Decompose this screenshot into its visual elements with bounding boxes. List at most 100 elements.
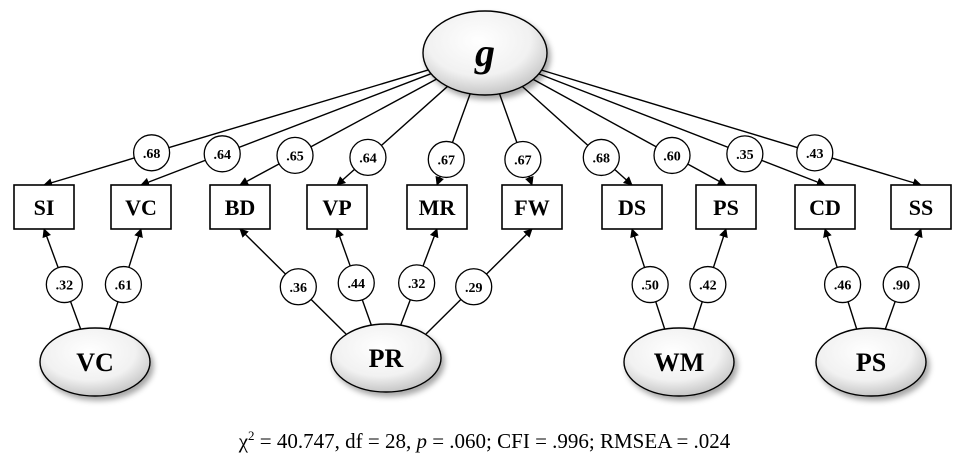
indicator-label-3: VP (322, 195, 351, 220)
indicator-rect-8 (794, 184, 856, 230)
g-loading-bd-2-circle (276, 136, 314, 175)
g-loading-mr-4: .67 (427, 140, 465, 179)
g-loading-ps-7-label: .60 (663, 149, 681, 164)
group-loading-vc-1-label: .61 (115, 279, 133, 294)
g-path-ds-6 (521, 86, 633, 186)
coefficients-layer: .68 .64 .65 .64 .67 .67 .68 .60 .35 .43 .32 .61 .36.… (45, 134, 920, 306)
general-factor-g-ellipse (422, 10, 548, 96)
chi-value: = 40.747, df = 28, (254, 429, 417, 453)
fit-statistics: χ2 = 40.747, df = 28, p = .060; CFI = .9… (0, 428, 969, 454)
indicator-label-0: SI (34, 195, 55, 220)
g-loading-ds-6-label: .68 (593, 151, 611, 166)
g-loading-fw-5-circle (504, 140, 542, 179)
indicator-label-4: MR (419, 195, 457, 220)
group-factor-pr-1-ellipse (330, 323, 442, 393)
group-loading-pr-5: .29 (455, 268, 493, 306)
group-loading-wm-6-circle (631, 265, 669, 304)
group-loading-wm-7: .42 (689, 265, 727, 304)
g-path-si-0 (43, 69, 429, 187)
g-loading-fw-5: .67 (504, 140, 542, 179)
group-loading-vc-1-circle (104, 265, 143, 304)
g-loading-cd-8: .35 (726, 135, 764, 173)
g-loading-vc-1-label: .64 (213, 148, 231, 163)
group-loading-wm-7-circle (689, 265, 727, 304)
group-factor-pr-1-label: PR (369, 344, 404, 373)
general-factor-g: g (422, 10, 548, 96)
indicator-label-7: PS (713, 195, 739, 220)
group-loading-pr-4-label: .32 (408, 277, 426, 292)
group-loading-vc-0-circle (45, 265, 83, 304)
group-loading-ps-8-label: .46 (834, 279, 852, 294)
group-loading-pr-2-circle (279, 268, 317, 306)
g-path-vc-1 (140, 73, 432, 187)
g-loading-bd-2: .65 (276, 136, 314, 175)
group-factor-wm-2-ellipse (623, 327, 735, 397)
g-loading-vc-1: .64 (203, 135, 241, 173)
g-path-vp-3 (336, 85, 448, 186)
group-factor-ps-3: PS (815, 327, 927, 397)
indicator-box-fw-5: FW (501, 184, 563, 230)
group-loading-vc-0-label: .32 (56, 279, 74, 294)
g-loading-vp-3-circle (349, 138, 387, 177)
g-loading-ps-7-circle (653, 136, 691, 175)
group-loading-vc-1: .61 (104, 265, 143, 304)
g-loading-fw-5-label: .67 (514, 153, 532, 168)
nodes-layer: SI VC BD VP MR FW DS PS CD SS gVC PR WM PS (13, 10, 952, 397)
g-path-bd-2 (239, 78, 437, 186)
indicator-rect-5 (501, 184, 563, 230)
group-loading-vc-0: .32 (45, 265, 83, 304)
group-loading-pr-4-circle (397, 264, 436, 302)
group-loading-ps-9-circle (882, 265, 920, 304)
indicator-box-ps-7: PS (695, 184, 757, 230)
group-loading-ps-8: .46 (823, 265, 862, 304)
indicator-label-5: FW (514, 195, 549, 220)
g-loading-ss-9-label: .43 (806, 147, 824, 162)
chi-superscript: 2 (248, 428, 255, 443)
group-loading-ps-9-label: .90 (892, 279, 910, 294)
indicator-rect-2 (209, 184, 271, 230)
indicator-box-vp-3: VP (306, 184, 368, 230)
indicator-box-vc-1: VC (110, 184, 172, 230)
group-factor-wm-2-label: WM (654, 348, 705, 377)
indicator-box-ds-6: DS (601, 184, 663, 230)
group-loading-wm-7-label: .42 (699, 279, 717, 294)
g-loading-ds-6: .68 (582, 138, 620, 177)
group-factor-vc-0: VC (39, 327, 151, 397)
g-path-ss-9 (541, 69, 922, 187)
g-path-cd-8 (538, 73, 826, 187)
group-loading-pr-2: .36 (279, 268, 317, 306)
indicator-label-9: SS (909, 195, 933, 220)
g-loading-si-0-label: .68 (143, 147, 161, 162)
indicator-label-1: VC (125, 195, 157, 220)
indicator-label-2: BD (225, 195, 256, 220)
indicator-rect-4 (406, 184, 468, 230)
indicator-rect-9 (890, 184, 952, 230)
group-loading-wm-6-label: .50 (641, 279, 659, 294)
indicator-rect-1 (110, 184, 172, 230)
indicator-rect-3 (306, 184, 368, 230)
g-loading-bd-2-label: .65 (286, 149, 304, 164)
indicator-rect-7 (695, 184, 757, 230)
g-loading-ss-9: .43 (796, 134, 834, 172)
indicator-rect-0 (13, 184, 75, 230)
fit-rest: = .060; CFI = .996; RMSEA = .024 (426, 429, 731, 453)
group-factor-ps-3-label: PS (856, 348, 886, 377)
g-loading-vp-3: .64 (349, 138, 387, 177)
group-loading-pr-5-circle (455, 268, 493, 306)
group-loading-pr-3: .44 (337, 264, 375, 302)
g-loading-mr-4-circle (427, 140, 465, 179)
group-loading-ps-8-circle (823, 265, 862, 304)
g-loading-cd-8-circle (726, 135, 764, 173)
indicator-rect-6 (601, 184, 663, 230)
group-loading-pr-4: .32 (397, 264, 436, 302)
indicator-box-cd-8: CD (794, 184, 856, 230)
group-loading-pr-3-label: .44 (348, 277, 366, 292)
indicator-box-si-0: SI (13, 184, 75, 230)
g-loading-cd-8-label: .35 (736, 148, 754, 163)
indicator-box-ss-9: SS (890, 184, 952, 230)
g-loading-si-0: .68 (132, 134, 171, 172)
g-loading-vc-1-circle (203, 135, 241, 173)
indicator-label-6: DS (618, 195, 646, 220)
g-loading-ds-6-circle (582, 138, 620, 177)
